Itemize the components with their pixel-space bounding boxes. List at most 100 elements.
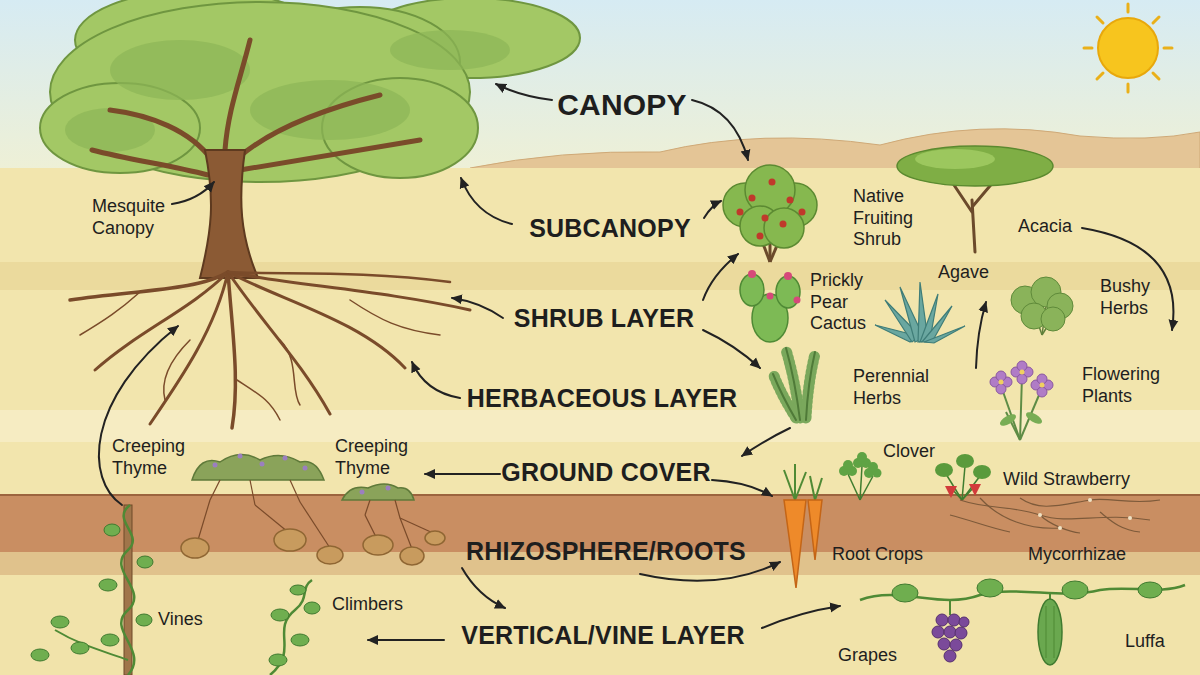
clover <box>857 452 867 462</box>
mycorrhizae <box>1038 498 1132 530</box>
plant-label: Agave <box>938 262 989 284</box>
mycorrhizae <box>1100 512 1140 532</box>
sun <box>1127 4 1130 12</box>
grape-vine <box>936 614 948 626</box>
vine-pole <box>31 649 49 661</box>
grape-vine <box>955 627 967 639</box>
mesquite-tree <box>110 110 212 160</box>
grape-vine <box>1038 599 1062 665</box>
leader-arrows <box>692 100 748 160</box>
clover <box>860 476 873 500</box>
prickly-pear <box>740 270 801 342</box>
clover <box>839 452 882 500</box>
mesquite-tree <box>237 380 280 420</box>
sun <box>1097 73 1103 79</box>
leader-arrows <box>703 254 738 300</box>
clover <box>848 466 873 500</box>
creeping-thyme <box>238 454 243 459</box>
mesquite-tree <box>280 340 300 405</box>
clover <box>860 466 862 500</box>
creeping-thyme <box>365 500 370 515</box>
flowering-plants <box>1020 376 1022 440</box>
mesquite-tree <box>228 272 330 414</box>
grape-vine <box>932 614 969 662</box>
fruiting-shrub <box>799 209 806 216</box>
grape-vine <box>949 600 951 615</box>
prickly-pear <box>767 293 774 300</box>
mesquite-tree <box>40 0 580 428</box>
grape-vine <box>977 579 1003 597</box>
acacia-tree <box>972 200 975 252</box>
bushy-herbs <box>1011 277 1073 335</box>
grape-vine <box>932 626 944 638</box>
leader-arrows <box>712 480 772 496</box>
grape-vine <box>892 579 1162 602</box>
carrots <box>794 464 796 500</box>
creeping-thyme <box>395 500 400 518</box>
perennial-herbs <box>773 348 815 420</box>
agave <box>875 282 965 343</box>
prickly-pear <box>794 297 801 304</box>
plant-label: Native Fruiting Shrub <box>853 186 933 251</box>
agave <box>924 326 965 343</box>
vine-pole <box>71 642 89 654</box>
climbers <box>270 580 312 675</box>
sun <box>1098 18 1158 78</box>
mycorrhizae <box>1128 516 1132 520</box>
sun <box>1084 4 1172 92</box>
clover <box>843 460 853 470</box>
flowering-plants <box>1037 387 1047 397</box>
potatoes <box>317 546 343 564</box>
layer-title: SUBCANOPY <box>529 213 691 243</box>
flowering-plants <box>1040 383 1045 388</box>
creeping-thyme <box>250 480 255 505</box>
fruiting-shrub <box>737 179 806 240</box>
mycorrhizae <box>1058 526 1062 530</box>
wild-strawberry <box>935 454 991 479</box>
plant-label: Wild Strawberry <box>1003 469 1130 491</box>
mesquite-tree <box>70 272 228 300</box>
vine-pole <box>101 634 119 646</box>
plant-label: Vines <box>158 609 203 631</box>
plant-label: Prickly Pear Cactus <box>810 270 872 335</box>
sun <box>1164 47 1172 50</box>
climbers <box>304 602 320 614</box>
climbers <box>271 609 289 621</box>
background <box>0 575 1200 675</box>
fruiting-shrub <box>762 215 769 222</box>
grape-vine <box>944 650 956 662</box>
flowering-plants <box>999 370 1045 388</box>
mycorrhizae <box>960 500 1150 520</box>
leader-arrows <box>1082 228 1173 330</box>
flowering-plants <box>1001 376 1042 440</box>
flowering-plants <box>1017 374 1027 384</box>
plant-label: Creeping Thyme <box>112 436 192 479</box>
grape-vine <box>892 584 918 602</box>
flowering-plants <box>996 384 1006 394</box>
flowering-plants <box>998 412 1018 428</box>
fruiting-shrub <box>723 165 817 248</box>
mesquite-tree <box>110 40 250 100</box>
fruiting-shrub <box>723 165 817 262</box>
flowering-plants <box>990 361 1053 397</box>
leader-arrows <box>976 302 986 368</box>
perennial-herbs <box>786 348 800 420</box>
layer-title: HERBACEOUS LAYER <box>467 383 737 413</box>
grape-vine <box>1062 581 1088 599</box>
prickly-pear <box>776 276 800 308</box>
clover <box>848 474 860 500</box>
leader-arrows <box>704 201 721 218</box>
mesquite-tree <box>92 40 420 175</box>
mesquite-tree <box>164 340 190 400</box>
carrots <box>795 472 806 500</box>
wild-strawberry <box>935 454 991 500</box>
wild-strawberry <box>973 465 991 479</box>
grape-vine <box>860 579 1185 665</box>
clover <box>839 452 882 478</box>
vine-pole <box>31 505 153 675</box>
flowering-plants <box>990 361 1053 440</box>
potatoes <box>181 529 445 565</box>
vine-pole <box>31 524 153 661</box>
